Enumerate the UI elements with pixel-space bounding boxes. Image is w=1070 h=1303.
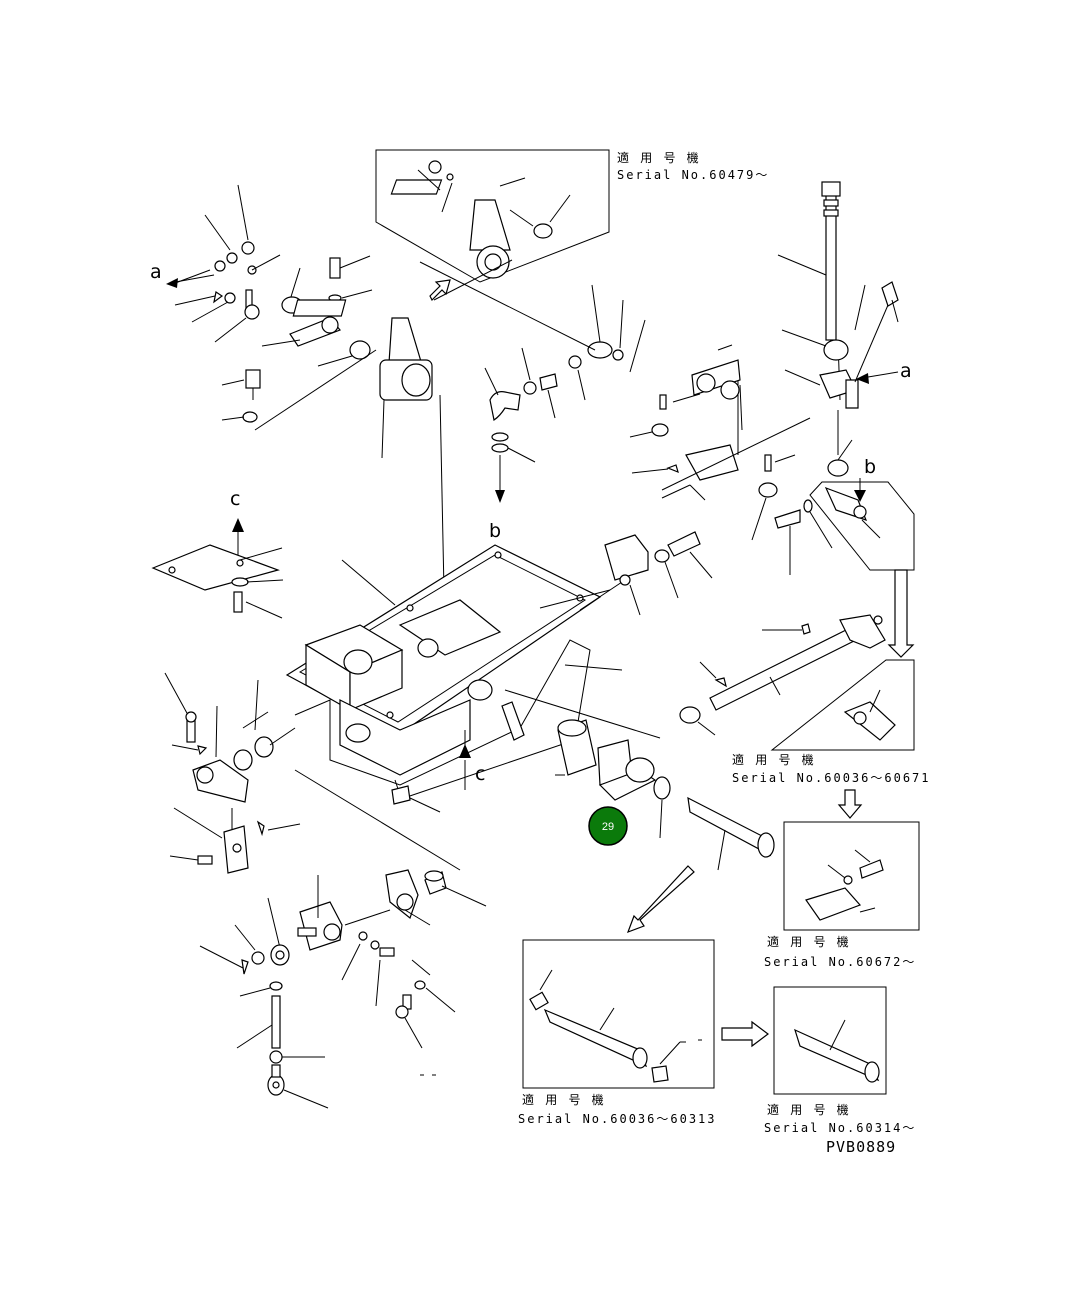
main-housing: [285, 544, 661, 871]
view-letter-a-left: a: [150, 261, 162, 283]
left-side-linkage: [164, 672, 301, 874]
arrowhead-a-right-icon: [856, 373, 869, 384]
drawing-code: PVB0889: [826, 1138, 896, 1156]
control-shaft: [679, 614, 915, 751]
arrowhead-a-left-icon: [166, 278, 178, 288]
inset-serial-60314: [773, 986, 887, 1095]
lever-and-shaft-lower: [555, 719, 775, 871]
inset-top-serial-label: Serial No.60479～: [617, 168, 769, 182]
inset-serial-60672-serial: Serial No.60672～: [764, 955, 916, 969]
inset-serial-60672-applicable: 適 用 号 機: [767, 934, 851, 949]
inset-serial-60314-serial: Serial No.60314～: [764, 1121, 916, 1135]
inset-serial-60036-60313: [522, 939, 715, 1089]
diagonal-arrow-icon: [626, 865, 695, 934]
inset-b-bracket: [809, 478, 915, 658]
inset-serial-60036-60313-applicable: 適 用 号 機: [522, 1092, 606, 1107]
lower-left-rod-lever: [199, 869, 487, 1109]
right-arrow-icon: [721, 1020, 769, 1048]
right-rod-assembly: [629, 181, 899, 575]
down-arrow-icon: [837, 789, 863, 819]
callout-marker-number: 29: [602, 821, 614, 833]
inset-serial-60036-60671-serial: Serial No.60036～60671: [732, 771, 931, 785]
view-letter-b-top: b: [489, 520, 501, 542]
upper-left-linkage: [169, 184, 377, 431]
inset-top-serial-60479: [375, 149, 610, 283]
housing-side-bracket: [604, 531, 713, 616]
inset-serial-60036-60671-applicable: 適 用 号 機: [732, 752, 816, 767]
view-letter-c-bottom: c: [475, 763, 485, 785]
inset-serial-60036-60313-serial: Serial No.60036～60313: [518, 1112, 717, 1126]
callout-marker-29[interactable]: [588, 806, 628, 846]
control-lever-arm: [292, 259, 513, 641]
fittings-upper-middle: [419, 261, 646, 503]
gasket-plate-c: [151, 518, 284, 619]
view-letter-c-top: c: [230, 488, 240, 510]
inset-serial-60672: [783, 821, 920, 931]
inset-top-applicable-label: 適 用 号 機: [617, 150, 701, 165]
view-letter-b-right: b: [864, 456, 876, 478]
view-letter-a-right: a: [900, 360, 912, 382]
inset-serial-60314-applicable: 適 用 号 機: [767, 1102, 851, 1117]
